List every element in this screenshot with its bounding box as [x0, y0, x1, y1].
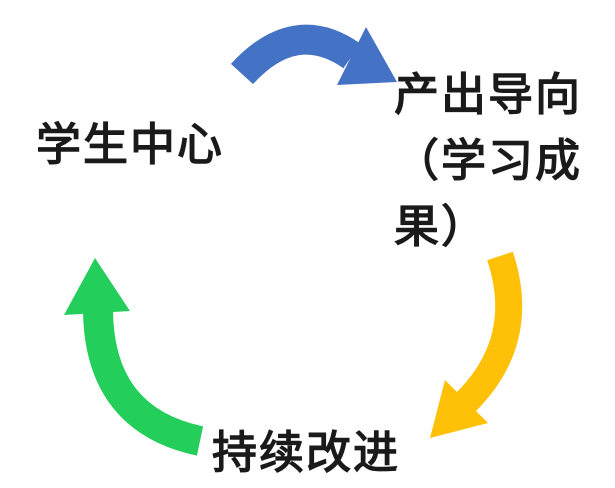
arrow-output-to-improve-head — [430, 380, 488, 438]
arrow-student-to-output-head — [337, 27, 397, 85]
arrow-student-to-output — [230, 24, 397, 85]
arrow-improve-to-student — [64, 258, 204, 456]
arrow-output-to-improve-body — [456, 251, 523, 412]
arrow-output-to-improve — [430, 251, 523, 438]
node-output-oriented-line-2: （学习成 — [394, 135, 583, 186]
node-output-oriented-line-3: 果） — [394, 201, 489, 252]
arrow-student-to-output-body — [230, 24, 361, 85]
arrow-improve-to-student-body — [83, 311, 204, 456]
node-output-oriented: 产出导向 （学习成 果） — [394, 62, 582, 260]
node-student-center: 学生中心 — [36, 119, 225, 170]
arrow-improve-to-student-head — [64, 258, 130, 315]
node-output-oriented-line-1: 产出导向 — [394, 69, 583, 120]
node-continuous-improvement: 持续改进 — [212, 427, 401, 478]
